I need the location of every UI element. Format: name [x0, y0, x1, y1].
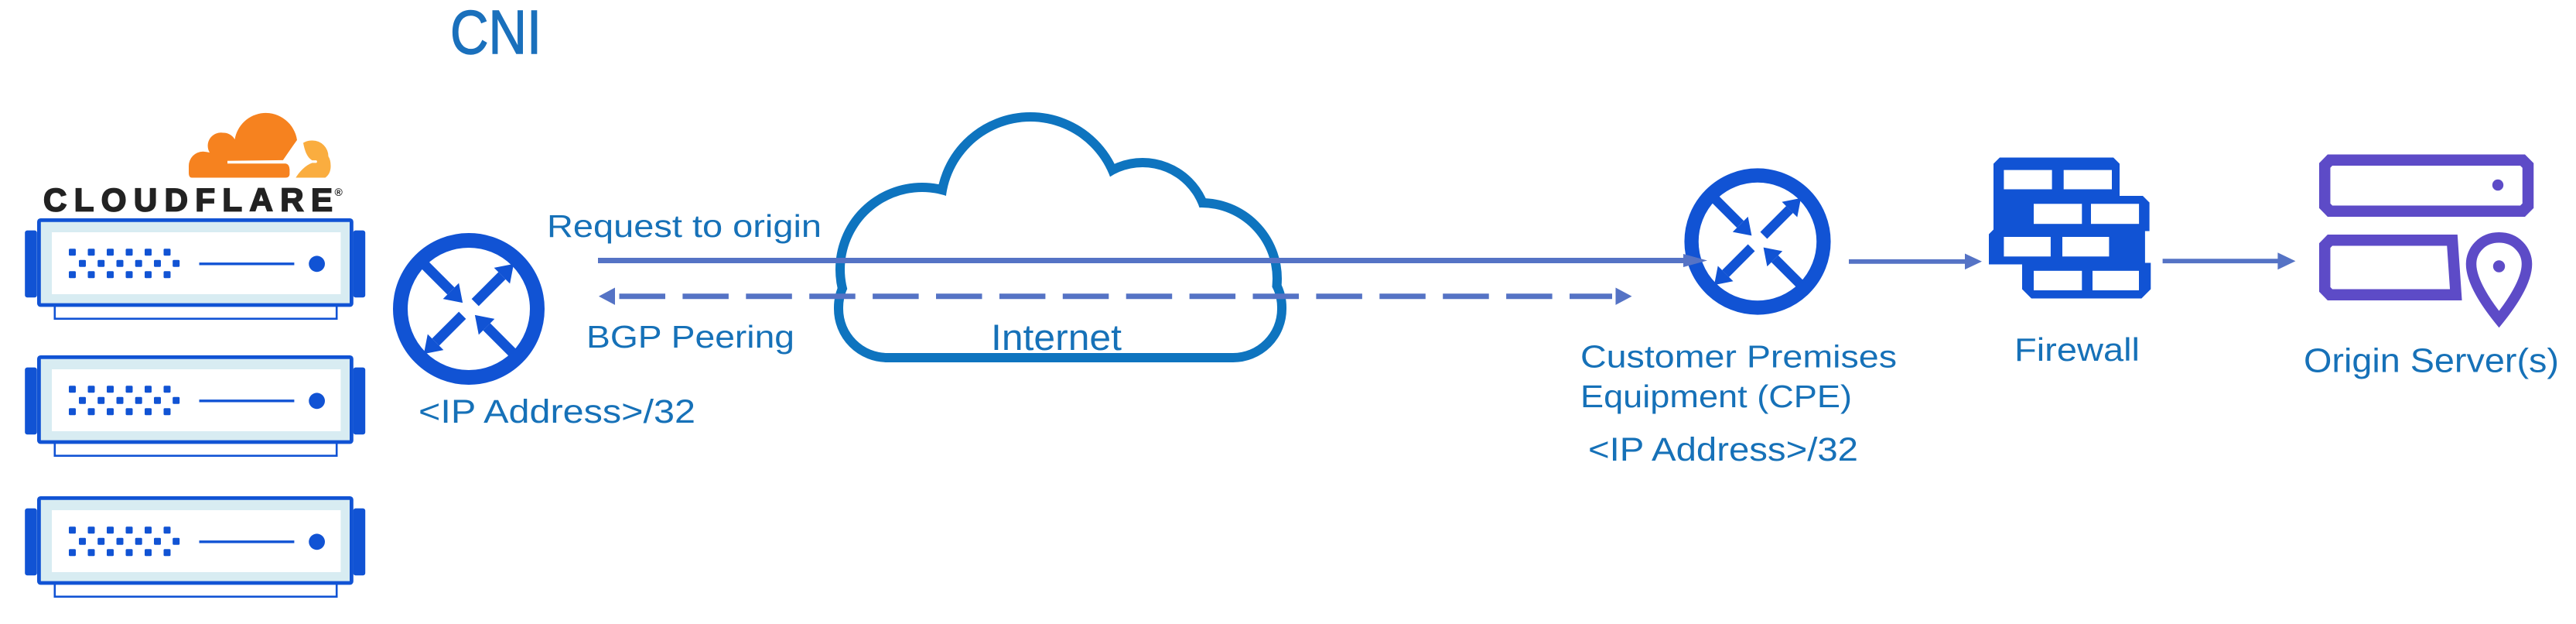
svg-text:Request to origin: Request to origin — [547, 208, 822, 244]
svg-text:<IP Address>/32: <IP Address>/32 — [1588, 431, 1858, 468]
svg-text:BGP Peering: BGP Peering — [586, 319, 794, 355]
svg-text:Origin Server(s): Origin Server(s) — [2304, 342, 2559, 380]
svg-text:Customer Premises: Customer Premises — [1580, 339, 1897, 375]
svg-text:<IP Address>/32: <IP Address>/32 — [419, 393, 695, 430]
svg-text:CNI: CNI — [450, 0, 542, 67]
svg-text:Equipment (CPE): Equipment (CPE) — [1580, 379, 1852, 414]
svg-text:®: ® — [335, 186, 343, 198]
svg-text:Firewall: Firewall — [2014, 331, 2140, 368]
svg-text:Internet: Internet — [991, 317, 1122, 358]
svg-text:CLOUDFLARE: CLOUDFLARE — [43, 182, 333, 218]
